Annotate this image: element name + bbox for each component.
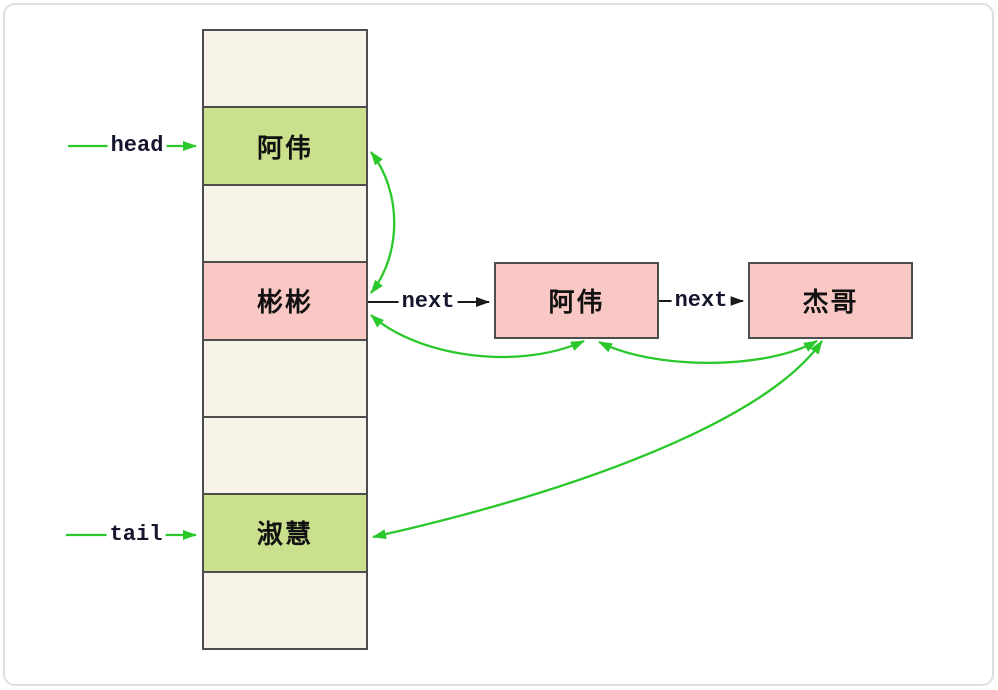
- head-pointer-label: head: [107, 135, 167, 157]
- array-cell-6-淑慧: 淑慧: [204, 493, 366, 571]
- array-cell-5-empty: [204, 415, 366, 494]
- array-cell-7-empty: [204, 570, 366, 648]
- heap-node-awei-label: 阿伟: [548, 288, 605, 318]
- array-cell-2-empty: [204, 183, 366, 262]
- array-cell-3-彬彬: 彬彬: [204, 261, 366, 339]
- array-cell-0-empty: [204, 31, 366, 107]
- next-label-2: next: [671, 290, 731, 312]
- heap-node-awei: 阿伟: [494, 262, 659, 339]
- heap-node-jiege: 杰哥: [748, 262, 913, 339]
- heap-node-jiege-label: 杰哥: [802, 288, 859, 318]
- array-cell-4-empty: [204, 338, 366, 416]
- card-border: [3, 3, 994, 686]
- bucket-array: 阿伟彬彬淑慧: [202, 29, 368, 650]
- tail-pointer-label: tail: [106, 524, 166, 546]
- array-cell-1-阿伟: 阿伟: [204, 106, 366, 184]
- next-label-1: next: [398, 291, 458, 313]
